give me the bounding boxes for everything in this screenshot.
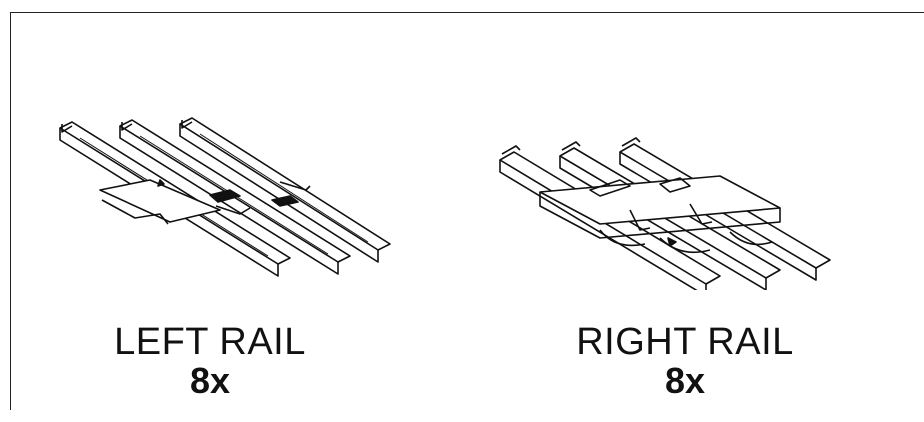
page-frame-top-border bbox=[10, 12, 924, 13]
left-rail-name: LEFT RAIL bbox=[114, 321, 306, 363]
right-rail-drawing bbox=[480, 120, 860, 290]
right-rail-bracket bbox=[539, 175, 781, 254]
page-frame-left-border bbox=[10, 12, 11, 410]
right-rail-label: RIGHT RAIL 8x bbox=[540, 322, 830, 400]
left-rail-label: LEFT RAIL 8x bbox=[80, 322, 340, 400]
left-rail-bar-2 bbox=[119, 119, 351, 275]
left-rail-quantity: 8x bbox=[189, 360, 231, 401]
right-rail-quantity: 8x bbox=[664, 360, 706, 401]
left-rail-connector bbox=[99, 179, 311, 225]
left-rail-drawing bbox=[40, 110, 410, 280]
right-rail-name: RIGHT RAIL bbox=[576, 321, 794, 363]
